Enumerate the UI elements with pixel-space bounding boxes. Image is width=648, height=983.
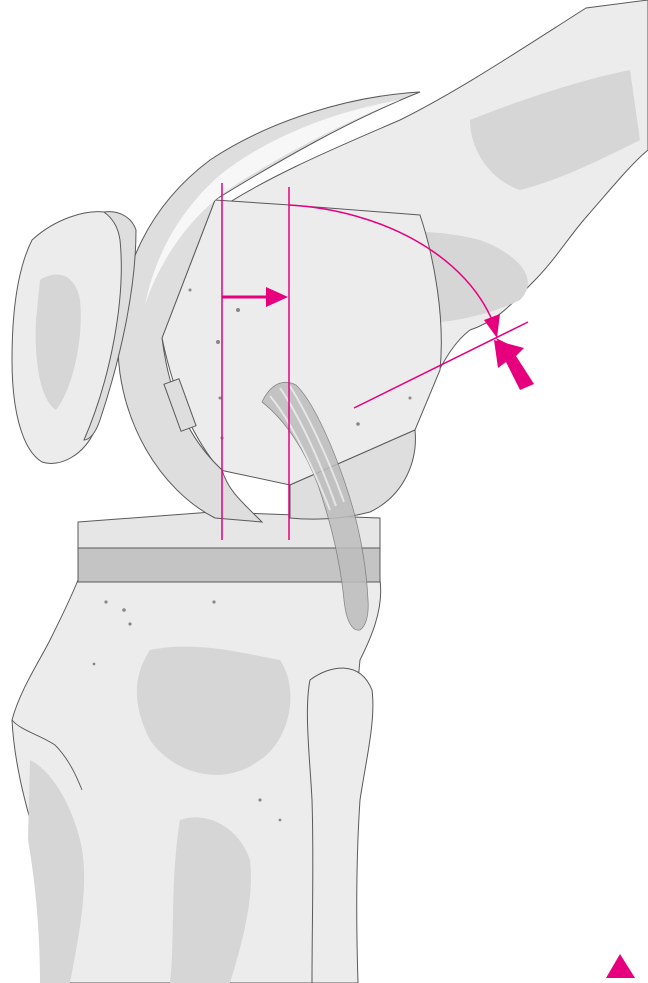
tibia: [12, 580, 381, 983]
patella: [12, 212, 136, 464]
arrow-up-left-icon: [494, 338, 534, 390]
tibial-spacer: [78, 548, 380, 582]
triangle-up-icon: [606, 954, 635, 978]
fibula: [307, 668, 373, 983]
